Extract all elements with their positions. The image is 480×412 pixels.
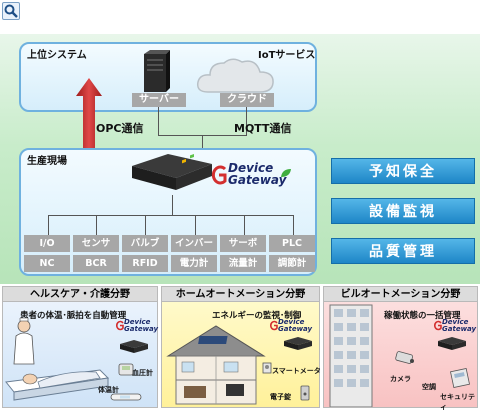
healthcare-title: ヘルスケア・介護分野	[2, 286, 158, 302]
server-label: サーバー	[132, 93, 186, 107]
gateway-device-icon	[120, 340, 148, 353]
connector	[246, 107, 247, 135]
leaf-icon	[281, 169, 291, 177]
connector	[293, 215, 294, 235]
blood-pressure-monitor-icon	[118, 363, 134, 376]
smart-meter-label: スマートメータ	[272, 367, 321, 375]
gateway-logo-text: Device Gateway	[228, 162, 286, 186]
house-icon	[166, 325, 266, 405]
building-automation-subtitle: 稼働状態の一括管理	[384, 311, 461, 321]
blood-pressure-label: 血圧計	[132, 369, 153, 377]
lock-icon	[300, 385, 310, 401]
home-automation-title: ホームオートメーション分野	[161, 286, 320, 302]
camera-label: カメラ	[390, 375, 411, 383]
production-title: 生産現場	[27, 156, 67, 167]
device-plc: PLC	[269, 235, 315, 252]
zoom-button[interactable]	[2, 2, 20, 20]
device-power-meter: 電力計	[171, 255, 217, 272]
gateway-logo-line2: Gateway	[228, 173, 287, 187]
connector	[158, 107, 159, 135]
device-controller: 調節計	[269, 255, 315, 272]
device-valve: バルブ	[122, 235, 168, 252]
predictive-maintenance-box: 予知保全	[331, 158, 475, 184]
connector	[145, 215, 146, 235]
equipment-monitoring-box: 設備監視	[331, 198, 475, 224]
device-inverter: インバータ	[171, 235, 217, 266]
building-automation-title: ビルオートメーション分野	[323, 286, 478, 302]
electronic-lock-label: 電子錠	[270, 393, 291, 401]
building-icon	[329, 304, 373, 407]
cloud-icon	[196, 58, 274, 93]
gateway-device-icon	[438, 337, 466, 350]
gateway-device-icon	[284, 337, 312, 350]
connector	[48, 215, 49, 235]
bidirectional-arrow-icon	[76, 78, 102, 196]
security-panel-icon	[450, 368, 470, 388]
device-io: I/O	[24, 235, 70, 252]
thermometer-icon	[110, 393, 142, 401]
quality-control-box: 品質管理	[331, 238, 475, 264]
device-servo: サーボ	[220, 235, 266, 252]
magnifier-icon	[4, 4, 18, 18]
iot-service-title: IoTサービス	[258, 50, 316, 61]
device-rfid: RFID	[122, 255, 168, 272]
mqtt-label: MQTT通信	[234, 122, 292, 135]
device-flow-meter: 流量計	[220, 255, 266, 272]
air-conditioning-label: 空調	[422, 383, 436, 391]
device-nc: NC	[24, 255, 70, 272]
gateway-logo-icon	[270, 320, 278, 331]
opc-label: OPC通信	[96, 122, 144, 135]
gateway-device-icon	[132, 153, 212, 190]
connector	[202, 135, 203, 155]
connector	[244, 215, 245, 235]
device-bus-line	[48, 215, 294, 216]
gateway-logo-icon	[211, 165, 227, 185]
home-automation-subtitle: エネルギーの監視･制御	[212, 311, 302, 321]
smart-meter-icon	[262, 362, 272, 374]
nurse-icon	[13, 318, 35, 365]
upper-system-title: 上位システム	[27, 50, 87, 61]
device-bcr: BCR	[73, 255, 119, 272]
device-sensor: センサ	[73, 235, 119, 252]
gateway-logo-line1: Device	[228, 161, 274, 175]
gateway-logo-icon	[434, 320, 442, 331]
security-camera-icon	[395, 351, 414, 364]
hospital-bed-icon	[5, 369, 110, 401]
cloud-label: クラウド	[220, 93, 274, 107]
connector	[96, 215, 97, 235]
thermometer-label: 体温計	[98, 386, 119, 394]
healthcare-subtitle: 患者の体温･脈拍を自動管理	[20, 311, 127, 321]
security-label: セキュリティ	[440, 393, 475, 411]
connector	[195, 215, 196, 235]
server-icon	[144, 50, 170, 92]
connector	[172, 195, 173, 215]
gateway-logo-icon	[116, 320, 124, 331]
